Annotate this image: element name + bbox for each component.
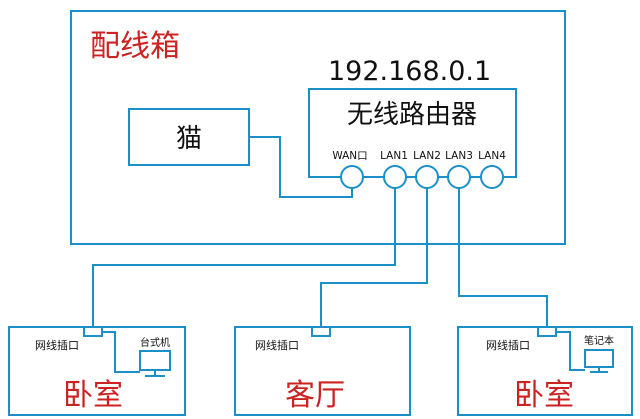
cable-lan1-to-bedroom-1 — [92, 188, 396, 330]
socket-label: 网线插口 — [255, 338, 299, 352]
room-name-bedroom-2: 卧室 — [514, 378, 574, 413]
cable-modem-to-wan — [249, 136, 353, 198]
cable-socket-to-laptop — [556, 331, 585, 371]
cable-lan2-to-living-room — [320, 188, 428, 330]
socket-label: 网线插口 — [35, 338, 79, 352]
modem-label: 猫 — [176, 124, 202, 154]
room-name-bedroom-1: 卧室 — [63, 378, 123, 413]
router-label: 无线路由器 — [347, 100, 477, 130]
room-name-living-room: 客厅 — [285, 378, 345, 413]
router-ip-address: 192.168.0.1 — [328, 56, 491, 87]
port-label-wan: WAN口 — [332, 150, 367, 162]
wall-socket-icon — [311, 326, 331, 337]
lan3-port-icon — [447, 165, 471, 189]
desktop-monitor-icon — [139, 350, 171, 377]
cabinet-title: 配线箱 — [90, 29, 180, 64]
device-label-desktop: 台式机 — [140, 336, 170, 349]
socket-label: 网线插口 — [486, 338, 530, 352]
port-label-lan2: LAN2 — [413, 150, 441, 162]
cable-lan3-to-bedroom-2 — [458, 188, 548, 330]
wiring-cabinet-box — [70, 10, 566, 245]
lan1-port-icon — [383, 165, 407, 189]
lan4-port-icon — [480, 165, 504, 189]
cable-socket-to-desktop — [102, 331, 140, 373]
laptop-icon — [584, 349, 614, 373]
port-label-lan1: LAN1 — [380, 150, 408, 162]
router-box — [308, 88, 517, 178]
wall-socket-icon — [537, 326, 557, 337]
port-label-lan4: LAN4 — [478, 150, 506, 162]
port-label-lan3: LAN3 — [445, 150, 473, 162]
wall-socket-icon — [83, 326, 103, 337]
lan2-port-icon — [415, 165, 439, 189]
device-label-laptop: 笔记本 — [584, 334, 614, 347]
wan-port-icon — [340, 165, 364, 189]
